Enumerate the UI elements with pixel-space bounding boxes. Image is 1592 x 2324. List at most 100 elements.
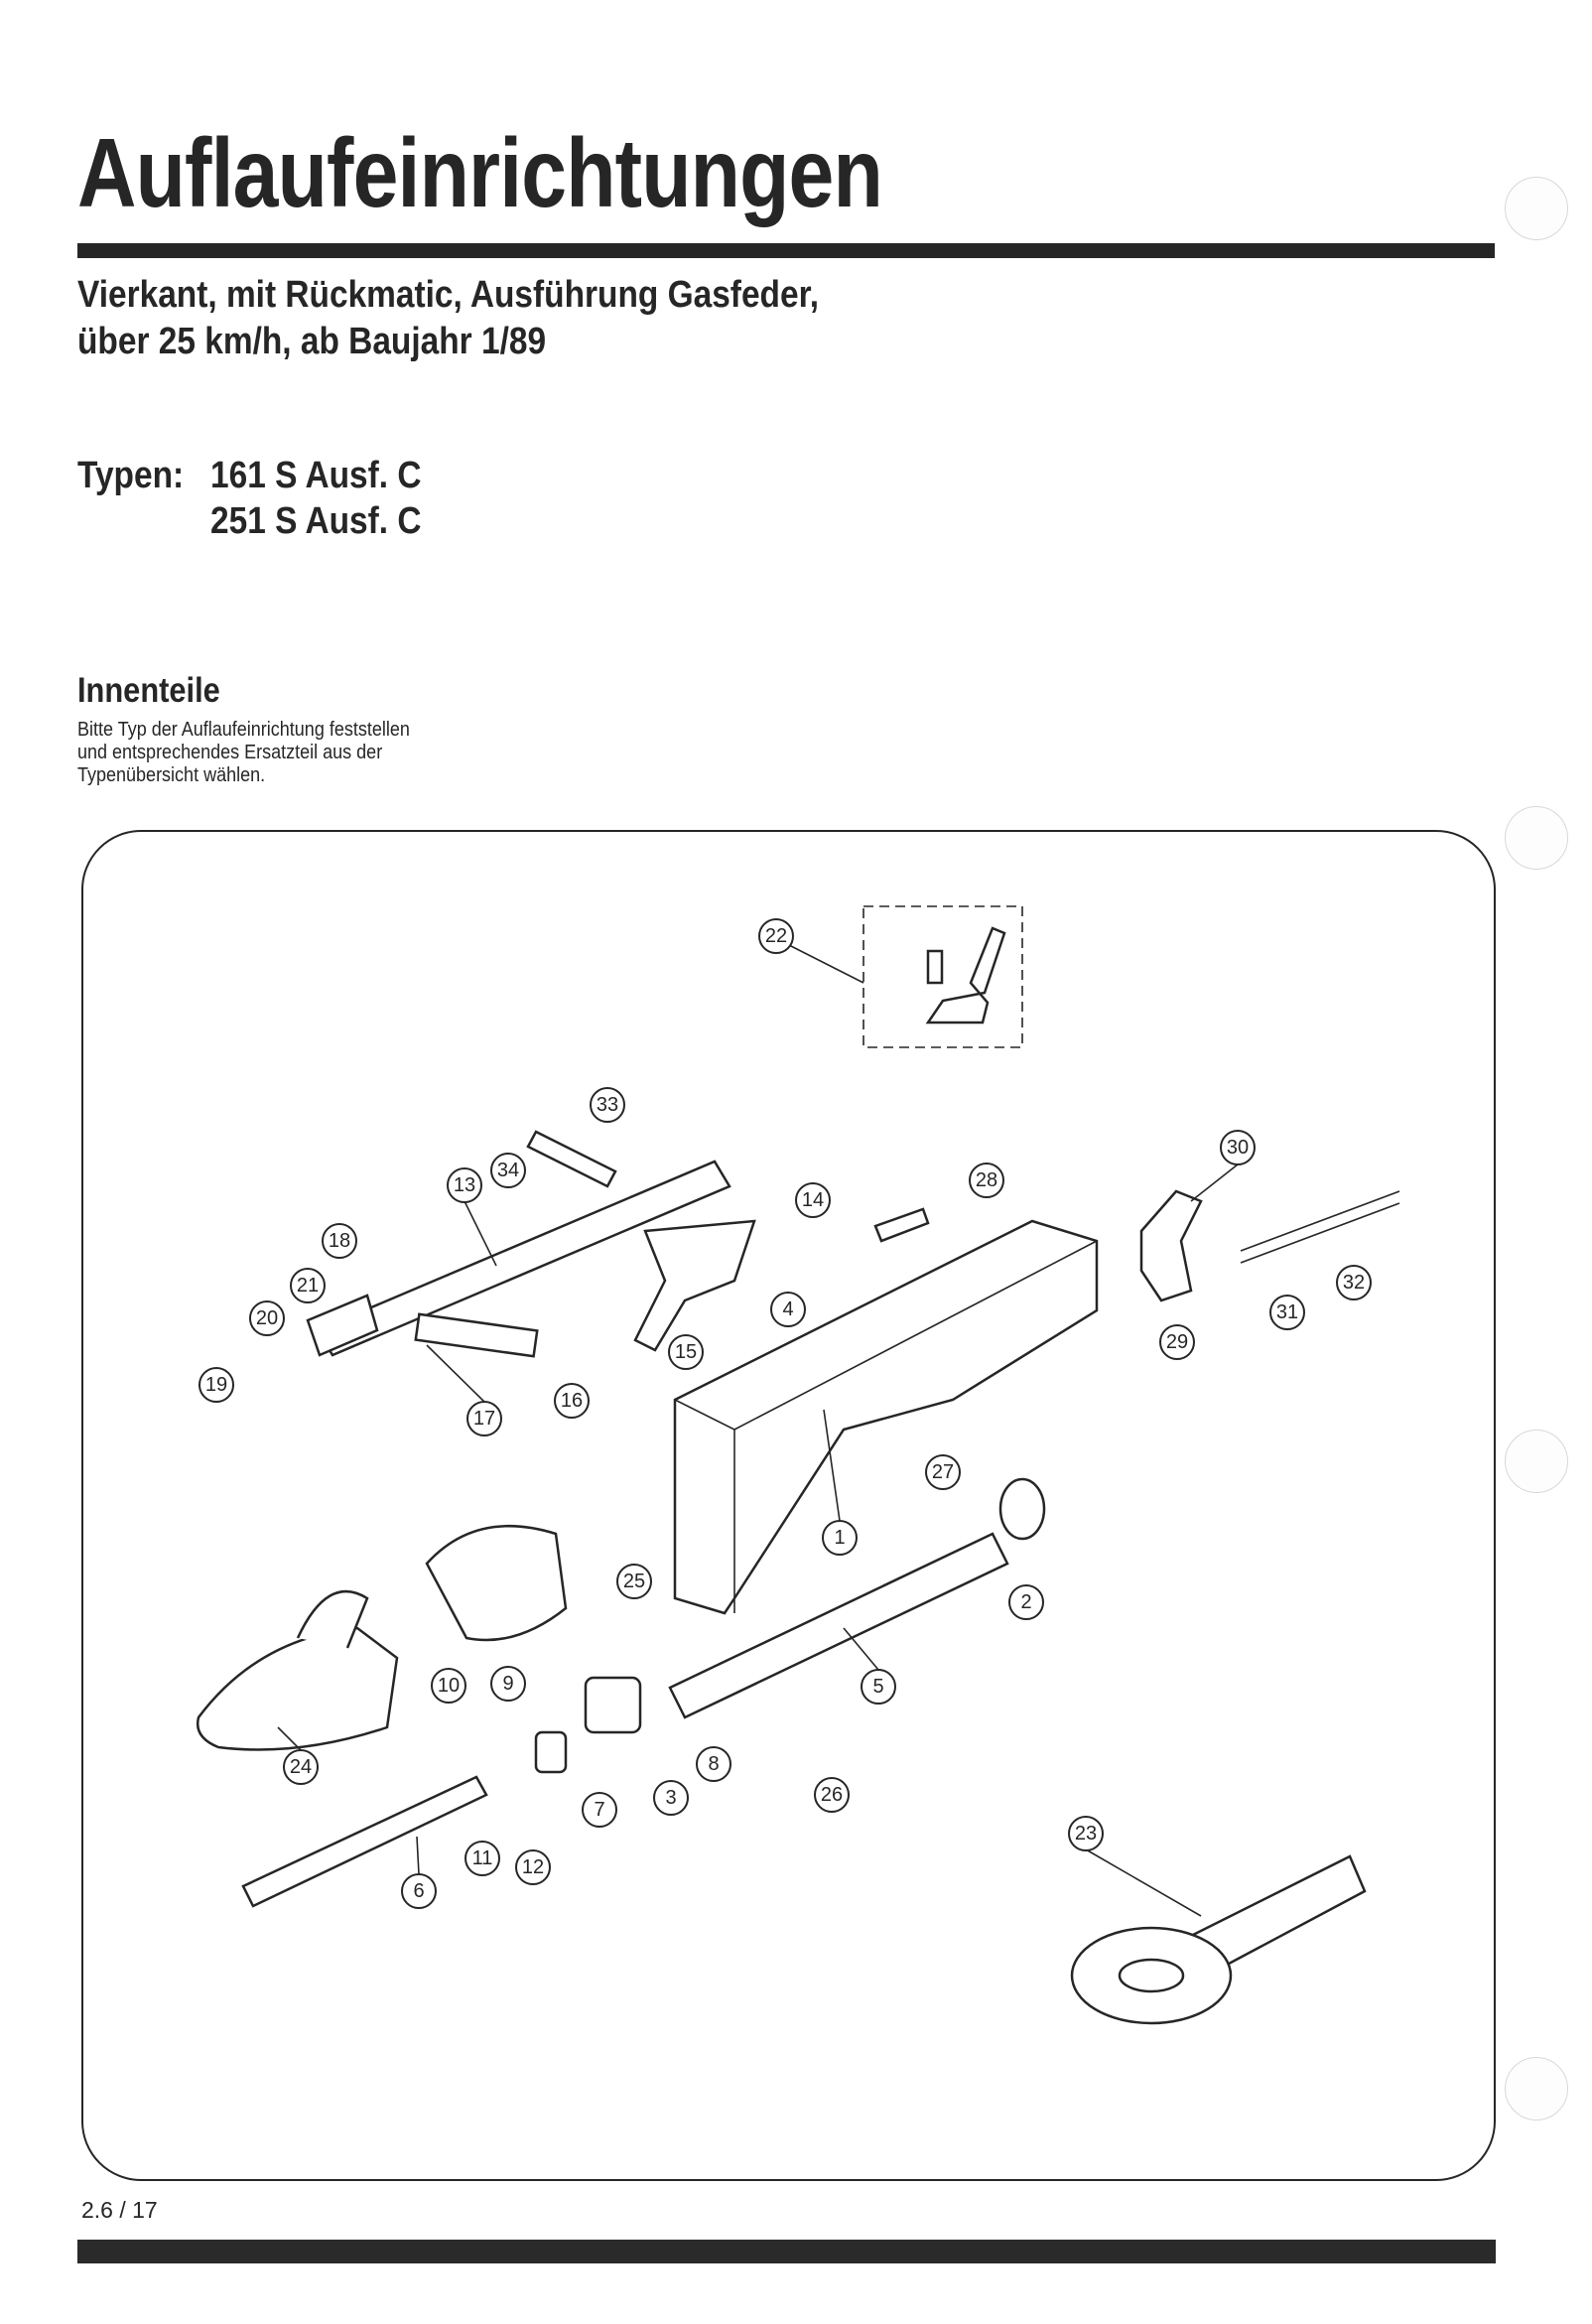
svg-text:32: 32 [1343,1272,1365,1294]
callout-25: 25 [616,1564,652,1599]
reversing-lever-part [1139,1189,1203,1302]
exploded-diagram-frame [81,830,1496,2181]
spring-pack-part [306,1294,379,1357]
frame-housing-part [673,1219,1099,1615]
svg-text:7: 7 [594,1799,604,1821]
callout-20: 20 [249,1300,285,1336]
svg-text:25: 25 [623,1571,645,1592]
lever-part [633,1219,756,1352]
svg-text:4: 4 [782,1299,793,1320]
svg-text:6: 6 [413,1880,424,1902]
callout-11: 11 [464,1841,500,1876]
callout-19: 19 [199,1367,234,1403]
tube-part [668,1532,1009,1719]
svg-text:33: 33 [597,1094,618,1116]
bushing-part [998,1477,1046,1541]
callout-6: 6 [401,1873,437,1909]
svg-text:20: 20 [256,1307,278,1329]
svg-text:22: 22 [765,925,787,947]
handbrake-lever-part [925,926,1006,1025]
callout-17: 17 [466,1401,502,1436]
svg-text:8: 8 [708,1753,719,1775]
callout-5: 5 [861,1669,896,1705]
binder-hole [1505,806,1568,870]
callout-24: 24 [283,1749,319,1785]
svg-text:12: 12 [522,1856,544,1878]
callout-10: 10 [431,1668,466,1704]
callout-14: 14 [795,1182,831,1218]
bushing-part [584,1676,642,1734]
svg-text:24: 24 [290,1756,312,1778]
callout-12: 12 [515,1849,551,1885]
callout-21: 21 [290,1268,326,1303]
svg-text:17: 17 [473,1408,495,1430]
svg-text:27: 27 [932,1461,954,1483]
bolt-part [526,1130,617,1188]
spacer-part [534,1730,568,1774]
section-title: Innenteile [77,671,220,710]
svg-text:23: 23 [1075,1823,1097,1845]
bellows-part [425,1524,568,1642]
svg-text:5: 5 [872,1676,883,1698]
callout-34: 34 [490,1153,526,1188]
page-number: 2.6 / 17 [81,2197,158,2223]
callout-2: 2 [1008,1584,1044,1620]
callout-16: 16 [554,1383,590,1419]
callout-28: 28 [969,1162,1004,1198]
subtitle-line: über 25 km/h, ab Baujahr 1/89 [77,321,547,362]
footer-rule [77,2240,1496,2263]
subtitle-line: Vierkant, mit Rückmatic, Ausführung Gasf… [77,274,820,316]
types-label: Typen: [77,455,185,496]
svg-text:11: 11 [472,1847,493,1869]
callout-18: 18 [322,1223,357,1259]
svg-text:34: 34 [497,1160,519,1181]
callout-13: 13 [447,1167,482,1203]
callout-23: 23 [1068,1816,1104,1851]
page-title: Auflaufeinrichtungen [77,118,883,227]
type-item: 251 S Ausf. C [210,500,422,542]
svg-text:18: 18 [329,1230,350,1252]
callout-9: 9 [490,1666,526,1702]
binder-hole [1505,1430,1568,1493]
plate-part [873,1207,930,1243]
callout-27: 27 [925,1454,961,1490]
callout-1: 1 [822,1520,858,1556]
type-item: 161 S Ausf. C [210,455,422,496]
gas-spring-part [241,1775,488,1908]
svg-text:14: 14 [802,1189,824,1211]
svg-text:9: 9 [502,1673,513,1695]
bolt-part [926,949,944,985]
section-text: Typenübersicht wählen. [77,764,266,786]
binder-hole [1505,2057,1568,2120]
callout-3: 3 [653,1780,689,1816]
svg-text:21: 21 [297,1275,319,1297]
svg-text:13: 13 [454,1174,475,1196]
callout-22: 22 [758,918,794,954]
svg-text:2: 2 [1020,1591,1031,1613]
svg-text:30: 30 [1227,1137,1249,1159]
svg-text:31: 31 [1276,1301,1298,1323]
svg-text:16: 16 [561,1390,583,1412]
callout-31: 31 [1269,1295,1305,1330]
svg-text:26: 26 [821,1784,843,1806]
svg-text:15: 15 [675,1341,697,1363]
binder-hole [1505,177,1568,240]
svg-text:28: 28 [976,1169,997,1191]
callout-4: 4 [770,1292,806,1327]
callout-29: 29 [1159,1324,1195,1360]
damper-part [414,1312,539,1358]
callout-7: 7 [582,1792,617,1828]
callout-33: 33 [590,1087,625,1123]
svg-text:1: 1 [834,1527,845,1549]
svg-text:29: 29 [1166,1331,1188,1353]
coupling-head-part [196,1626,399,1751]
title-rule [77,243,1495,258]
inset-frame [862,905,1023,1048]
section-text: Bitte Typ der Auflaufeinrichtung festste… [77,719,410,741]
svg-text:19: 19 [205,1374,227,1396]
callout-32: 32 [1336,1265,1372,1300]
svg-text:3: 3 [665,1787,676,1809]
callout-26: 26 [814,1777,850,1813]
leader-lines [277,944,1239,1917]
